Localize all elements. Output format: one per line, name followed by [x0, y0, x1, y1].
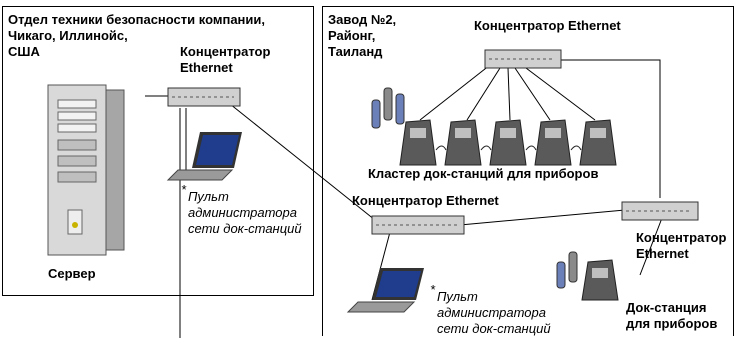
dock-single [556, 251, 619, 301]
admin-right-asterisk: * [430, 282, 436, 297]
dock-cluster-screens [410, 128, 606, 138]
dock-cluster [399, 119, 617, 166]
dock-single-label: Док-станция для приборов [626, 300, 718, 331]
laptop-left [166, 132, 242, 181]
right-site-title: Завод №2, Районг, Таиланд [328, 12, 397, 59]
hub-mid-label: Концентратор Ethernet [352, 193, 499, 208]
hub-top [484, 49, 562, 69]
hub-left-label: Концентратор Ethernet [180, 44, 271, 75]
admin-right-label: Пульт администратора сети док-станций [437, 289, 551, 336]
server-label: Сервер [48, 266, 96, 281]
server-tower [47, 84, 125, 256]
hub-left [167, 87, 241, 107]
laptop-right [346, 268, 424, 313]
network-links [145, 59, 663, 338]
left-site-title: Отдел техники безопасности компании, Чик… [8, 12, 265, 59]
hub-top-label: Концентратор Ethernet [474, 18, 621, 33]
hub-right [621, 201, 699, 221]
gas-cylinders-cluster [371, 87, 405, 129]
dock-cluster-cables [435, 145, 582, 151]
cluster-label: Кластер док-станций для приборов [368, 166, 599, 181]
admin-left-asterisk: * [181, 182, 187, 197]
admin-left-label: Пульт администратора сети док-станций [188, 189, 302, 236]
hub-right-label: Концентратор Ethernet [636, 230, 727, 261]
hub-mid [371, 215, 465, 235]
